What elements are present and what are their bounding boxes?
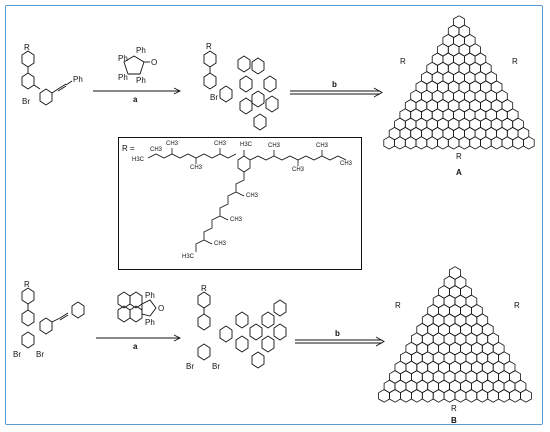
bottom-arrow-b-label: b	[335, 329, 340, 338]
r-label-h3c-top: H3C	[240, 142, 253, 148]
r-label-ch3-k: CH3	[214, 241, 227, 247]
top-reactant-r-label: R	[24, 43, 30, 52]
bottom-arrow-a-label: a	[133, 342, 138, 351]
top-arrow-b-label: b	[332, 80, 337, 89]
r-equals-label: R =	[122, 144, 135, 153]
r-label-ch3-d: CH3	[214, 141, 227, 147]
r-label-ch3-j: CH3	[230, 217, 243, 223]
aromatic-ring	[480, 136, 492, 150]
top-reagent-ph3-label: Ph	[118, 73, 128, 82]
bottom-reactant-br-left-label: Br	[13, 350, 21, 359]
bottom-intermediate-structure	[197, 291, 287, 369]
top-reagent-ph1-label: Ph	[118, 54, 128, 63]
bottom-intermediate-br-left-label: Br	[186, 362, 194, 371]
top-arrow-a-label: a	[133, 95, 138, 104]
r-label-ch3-c: CH3	[190, 165, 203, 171]
aromatic-ring	[378, 389, 390, 403]
aromatic-ring	[432, 389, 445, 403]
product-a-r-bottom-label: R	[456, 152, 462, 161]
bottom-reagent-o-label: O	[158, 304, 165, 313]
r-group-box	[118, 137, 362, 270]
bottom-reagent-ph1-label: Ph	[145, 291, 155, 300]
aromatic-ring	[399, 389, 412, 403]
aromatic-ring	[394, 136, 406, 150]
r-label-h3c-bottom: H3C	[182, 254, 195, 260]
r-label-ch3-f: CH3	[292, 167, 305, 173]
aromatic-ring	[383, 136, 396, 150]
aromatic-ring	[520, 389, 532, 403]
product-b-r-left-label: R	[395, 301, 401, 310]
aromatic-ring	[509, 389, 521, 403]
product-a-name: A	[456, 168, 462, 177]
aromatic-ring	[512, 136, 524, 150]
r-label-ch3-g: CH3	[316, 143, 329, 149]
product-a-structure	[383, 15, 535, 150]
top-intermediate-r-label: R	[206, 42, 212, 51]
r-label-ch3-b: CH3	[166, 141, 179, 147]
bottom-intermediate-r-label: R	[201, 284, 207, 293]
aromatic-ring	[426, 136, 438, 150]
top-reagent-ph4-label: Ph	[136, 76, 146, 85]
aromatic-ring	[469, 136, 481, 150]
top-reactant-structure	[21, 50, 73, 106]
top-intermediate-structure	[203, 50, 279, 131]
product-b-r-right-label: R	[514, 301, 520, 310]
aromatic-ring	[498, 389, 511, 403]
aromatic-ring	[437, 136, 449, 150]
figure-frame	[5, 5, 543, 425]
top-reagent-o-label: O	[151, 58, 158, 67]
aromatic-ring	[490, 136, 503, 150]
top-reagent-ph2-label: Ph	[136, 46, 146, 55]
product-b-name: B	[451, 416, 457, 425]
r-label-h3c-left: H3C	[132, 157, 145, 163]
product-a-r-right-label: R	[512, 57, 518, 66]
aromatic-ring	[465, 389, 478, 403]
bottom-intermediate-br-right-label: Br	[212, 362, 220, 371]
top-reactant-ph-label: Ph	[73, 75, 83, 84]
aromatic-ring	[501, 136, 514, 150]
aromatic-ring	[523, 136, 535, 150]
top-reactant-br-label: Br	[22, 97, 30, 106]
product-b-r-bottom-label: R	[451, 404, 457, 413]
product-a-r-left-label: R	[400, 57, 406, 66]
r-label-ch3-h: CH3	[340, 161, 353, 167]
aromatic-ring	[447, 136, 460, 150]
r-label-ch3-a: CH3	[150, 147, 163, 153]
aromatic-ring	[458, 136, 471, 150]
r-label-ch3-i: CH3	[246, 193, 259, 199]
r-label-ch3-e: CH3	[268, 143, 281, 149]
r-group-structure	[147, 148, 347, 252]
aromatic-ring	[415, 136, 428, 150]
aromatic-ring	[404, 136, 417, 150]
bottom-reactant-br-right-label: Br	[36, 350, 44, 359]
bottom-reactant-r-label: R	[24, 280, 30, 289]
aromatic-ring	[443, 389, 456, 403]
aromatic-ring	[421, 389, 434, 403]
aromatic-ring	[454, 389, 467, 403]
aromatic-ring	[410, 389, 423, 403]
top-reagent-structure	[123, 55, 150, 75]
aromatic-ring	[476, 389, 489, 403]
bottom-reagent-ph2-label: Ph	[145, 318, 155, 327]
aromatic-ring	[487, 389, 500, 403]
top-intermediate-br-label: Br	[210, 93, 218, 102]
bottom-reactant-structure	[21, 287, 85, 349]
bottom-reagent-structure	[117, 291, 157, 323]
aromatic-ring	[389, 389, 401, 403]
product-b-structure	[378, 266, 532, 403]
